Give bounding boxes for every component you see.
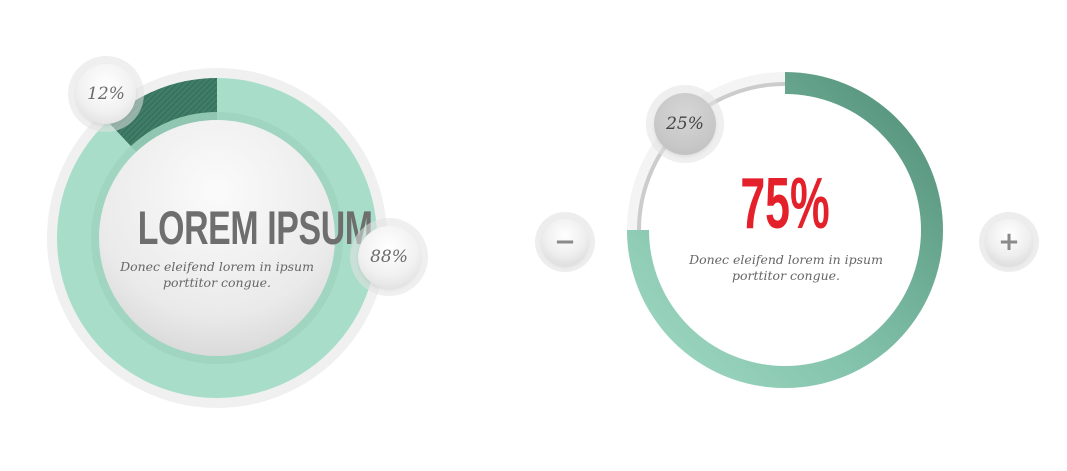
decrease-button[interactable]: − — [542, 219, 588, 265]
plus-icon: + — [998, 227, 1020, 257]
minus-icon: − — [554, 227, 576, 257]
left-chart-title: LOREM IPSUM — [137, 201, 373, 254]
segment-88-bubble: 88% — [358, 226, 420, 288]
remaining-bubble: 25% — [654, 93, 716, 155]
remaining-label: 25% — [666, 114, 704, 134]
segment-12-label: 12% — [87, 84, 125, 104]
right-chart-description: Donec eleifend lorem in ipsum porttitor … — [689, 252, 883, 283]
segment-12-arc — [107, 78, 217, 152]
increase-button[interactable]: + — [986, 219, 1032, 265]
progress-value: 75% — [740, 164, 830, 244]
segment-12-bubble: 12% — [76, 64, 136, 124]
segment-88-label: 88% — [370, 247, 408, 267]
left-center-disc — [99, 120, 335, 356]
right-inner-disc — [639, 84, 931, 376]
left-chart-description: Donec eleifend lorem in ipsum porttitor … — [120, 259, 314, 290]
